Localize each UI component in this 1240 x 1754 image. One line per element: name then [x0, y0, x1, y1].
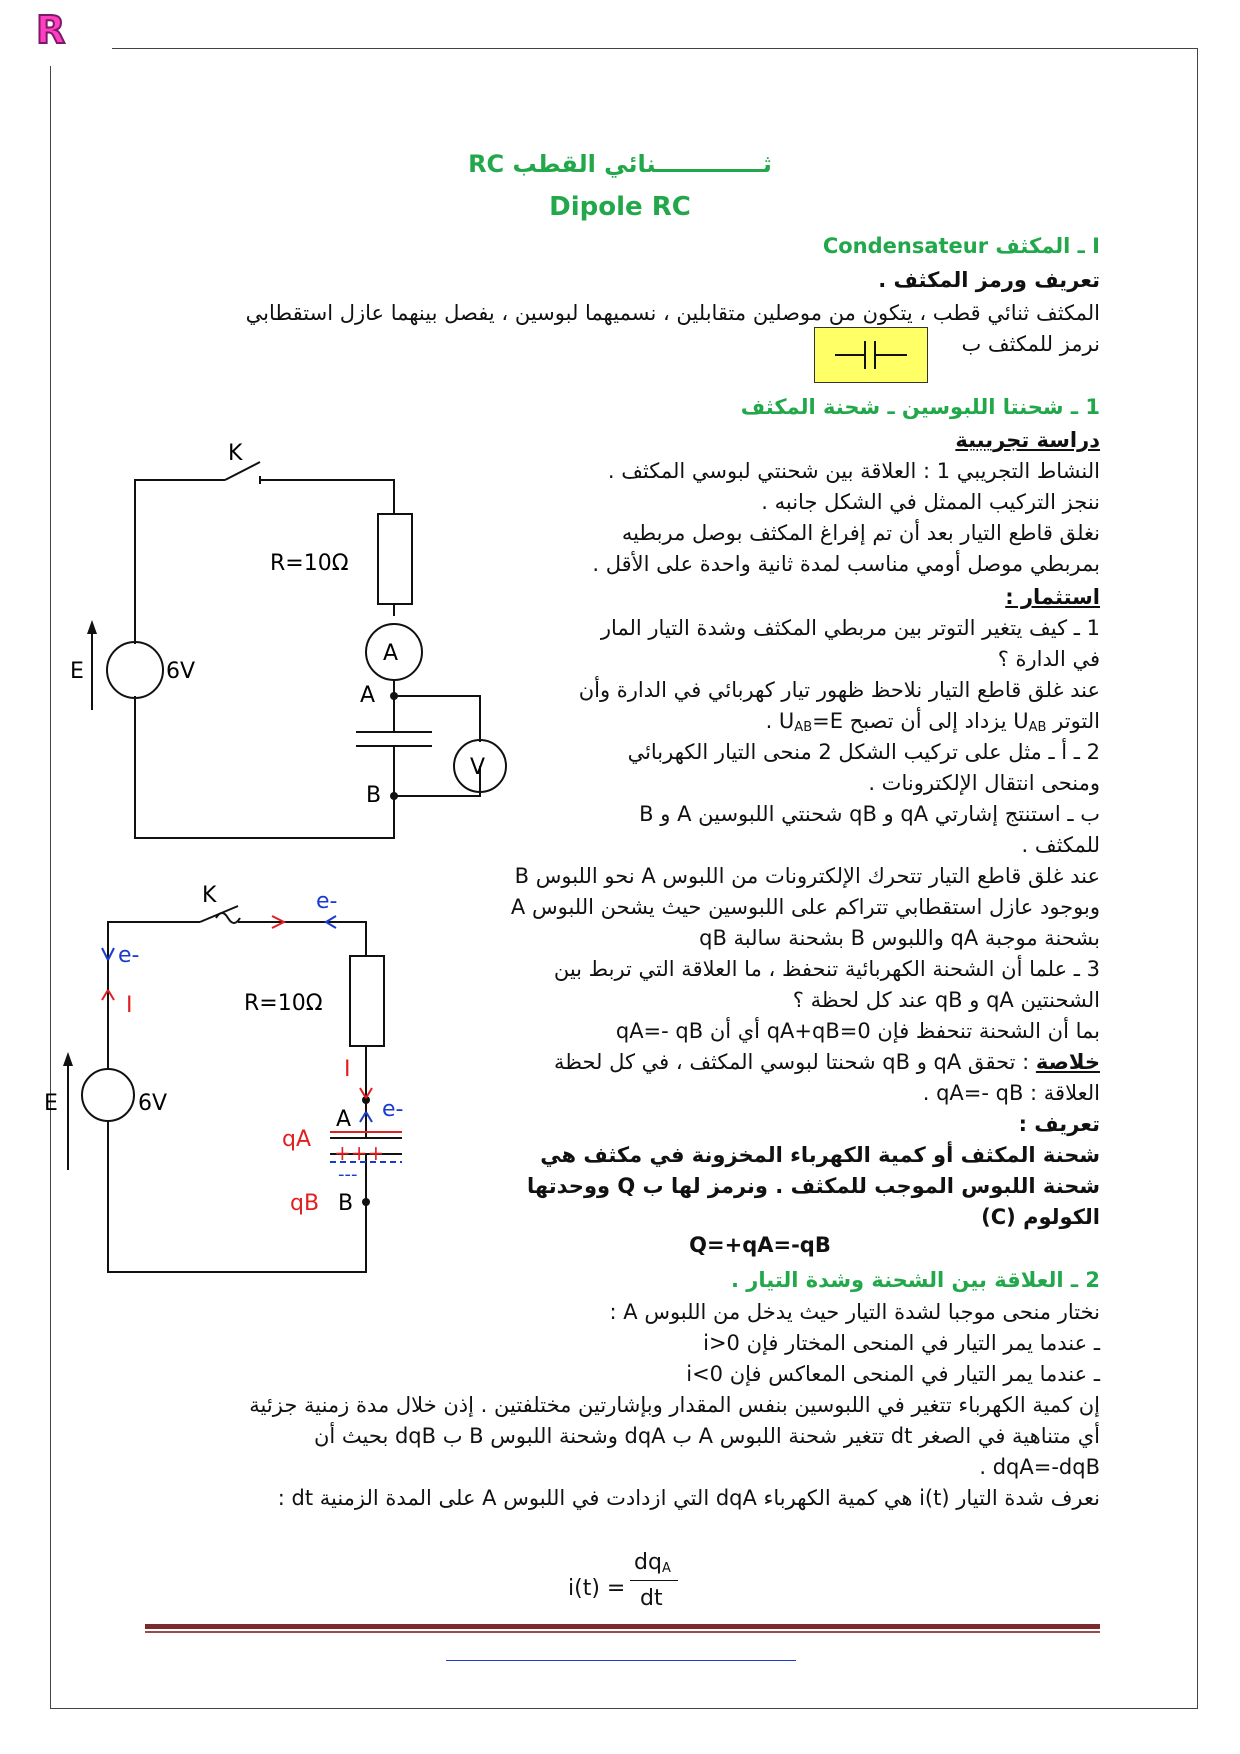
- definition-2-line-3: الكولوم (C): [981, 1205, 1100, 1229]
- fig1-ammeter-label: A: [383, 641, 398, 666]
- section-2-line-7: نعرف شدة التيار i(t) هي كمية الكهرباء dq…: [277, 1486, 1100, 1510]
- definition-heading: تعريف ورمز المكثف .: [878, 268, 1100, 292]
- fig1-emf-label: E: [70, 659, 84, 684]
- fig2-plate-b-label: B: [338, 1191, 353, 1216]
- page-title: ثـــــــــــــنائي القطب RC: [468, 150, 772, 178]
- question-1-line-2: في الدارة ؟: [997, 647, 1100, 671]
- answer-2-line-3: بشحنة موجبة qA واللبوس B بشحنة سالبة qB: [699, 926, 1100, 950]
- symbol-intro: نرمز للمكثف ب: [961, 332, 1100, 356]
- answer-1-line-1: عند غلق قاطع التيار نلاحظ ظهور تيار كهرب…: [578, 678, 1100, 702]
- page-subtitle: Dipole RC: [549, 192, 691, 222]
- frame-bottom-line: [50, 1708, 1198, 1709]
- fig1-plate-b-label: B: [366, 783, 381, 808]
- exploitation-heading: استثمار :: [1005, 585, 1100, 609]
- fig2-electron-label-left: e-: [118, 943, 139, 968]
- formula-lhs: i(t) =: [568, 1576, 626, 1601]
- question-2b-line-1: ب ـ استنتج إشارتي qA و qB شحنتي اللبوسين…: [639, 802, 1100, 826]
- formula-numerator: dqA: [634, 1550, 671, 1576]
- section-2-line-3: ـ عندما يمر التيار في المنحى المعاكس فإن…: [686, 1362, 1100, 1386]
- fig2-plate-a-label: A: [336, 1107, 351, 1132]
- fig2-electron-label-right: e-: [382, 1097, 403, 1122]
- fig2-current-label-right: I: [344, 1057, 351, 1082]
- fig1-voltmeter-label: V: [470, 755, 485, 780]
- circuit-figure-1: K R=10Ω A V A B E 6V: [70, 441, 507, 839]
- fig2-resistor-label: R=10Ω: [244, 991, 323, 1016]
- fig2-charge-qb-label: qB: [290, 1191, 319, 1216]
- fig2-charge-qa-label: qA: [282, 1127, 311, 1152]
- activity-line: النشاط التجريبي 1 : العلاقة بين شحنتي لب…: [607, 459, 1100, 483]
- section-2-line-4: إن كمية الكهرباء تتغير في اللبوسين بنفس …: [249, 1393, 1100, 1417]
- section-2-line-5: أي متناهية في الصغر dt تتغير شحنة اللبوس…: [314, 1424, 1100, 1448]
- charge-formula: Q=+qA=-qB: [689, 1233, 831, 1257]
- conclusion-line-2: العلاقة : qA=- qB .: [922, 1081, 1100, 1105]
- fig1-plate-a-label: A: [360, 683, 375, 708]
- answer-3: بما أن الشحنة تنحفظ فإن qA+qB=0 أي أن qA…: [615, 1019, 1100, 1043]
- close-line: نغلق قاطع التيار بعد أن تم إفراغ المكثف …: [621, 521, 1100, 545]
- capacitor-symbol: [814, 327, 928, 383]
- question-2a-line-2: ومنحى انتقال الإلكترونات .: [868, 771, 1100, 795]
- fig1-resistor-label: R=10Ω: [270, 551, 349, 576]
- footer-link-line[interactable]: [446, 1660, 796, 1661]
- experimental-study-heading: دراسة تجريبية: [955, 428, 1100, 452]
- section-heading-1: 1 ـ شحنتا اللبوسين ـ شحنة المكثف: [740, 395, 1100, 419]
- frame-left-line: [50, 66, 51, 1708]
- circuit-figure-2: K R=10Ω e- e- e- I I A B qA qB +++ --- E…: [44, 883, 403, 1273]
- question-2a-line-1: 2 ـ أ ـ مثل على تركيب الشكل 2 منحى التيا…: [627, 740, 1100, 764]
- section-heading-I: I ـ المكثف Condensateur: [822, 234, 1100, 258]
- answer-1-line-2: التوتر UAB يزداد إلى أن تصبح UAB=E .: [765, 709, 1100, 735]
- close-line-2: بمربطي موصل أومي مناسب لمدة ثانية واحدة …: [592, 552, 1100, 576]
- section-2-line-6: dqA=-dqB .: [979, 1455, 1100, 1479]
- answer-2-line-2: وبوجود عازل استقطابي تتراكم على اللبوسين…: [510, 895, 1100, 919]
- definition-2-line-2: شحنة اللبوس الموجب للمكثف . ونرمز لها ب …: [527, 1174, 1100, 1198]
- question-2b-line-2: للمكثف .: [1021, 833, 1100, 857]
- fig2-emf-label: E: [44, 1091, 58, 1116]
- fig2-plus-signs: +++: [334, 1141, 384, 1165]
- setup-line: ننجز التركيب الممثل في الشكل جانبه .: [761, 490, 1100, 514]
- definition-2-line-1: شحنة المكثف أو كمية الكهرباء المخزونة في…: [540, 1143, 1100, 1167]
- question-1-line-1: 1 ـ كيف يتغير التوتر بين مربطي المكثف وش…: [600, 616, 1100, 640]
- section-heading-2: 2 ـ العلاقة بين الشحنة وشدة التيار .: [730, 1268, 1100, 1292]
- logo: R: [35, 7, 66, 53]
- footer-rule: [145, 1624, 1100, 1629]
- formula-denominator: dt: [640, 1586, 663, 1611]
- frame-top-line: [112, 48, 1198, 49]
- fig2-switch-label: K: [202, 883, 217, 908]
- answer-2-line-1: عند غلق قاطع التيار تتحرك الإلكترونات من…: [514, 864, 1100, 888]
- fig2-electron-label-top: e-: [316, 889, 337, 914]
- fig1-voltage-label: 6V: [166, 659, 195, 684]
- conclusion-line-1: خلاصة : تحقق qA و qB شحنتا لبوسي المكثف …: [553, 1050, 1100, 1074]
- definition-2-heading: تعريف :: [1018, 1112, 1100, 1136]
- fig1-switch-label: K: [228, 441, 243, 466]
- question-3-line-2: الشحنتين qA و qB عند كل لحظة ؟: [792, 988, 1100, 1012]
- section-2-line-1: نختار منحى موجبا لشدة التيار حيث يدخل من…: [609, 1300, 1101, 1324]
- question-3-line-1: 3 ـ علما أن الشحنة الكهربائية تنحفظ ، ما…: [553, 957, 1100, 981]
- definition-text: المكثف ثنائي قطب ، يتكون من موصلين متقاب…: [245, 301, 1100, 325]
- section-2-line-2: ـ عندما يمر التيار في المنحى المختار فإن…: [703, 1331, 1100, 1355]
- frame-right-line: [1197, 48, 1198, 1708]
- fraction-bar: [630, 1580, 678, 1581]
- fig2-minus-signs: ---: [338, 1164, 358, 1185]
- fig2-current-label-left: I: [126, 993, 133, 1018]
- footer-rule-thin: [145, 1631, 1100, 1633]
- fig2-voltage-label: 6V: [138, 1091, 167, 1116]
